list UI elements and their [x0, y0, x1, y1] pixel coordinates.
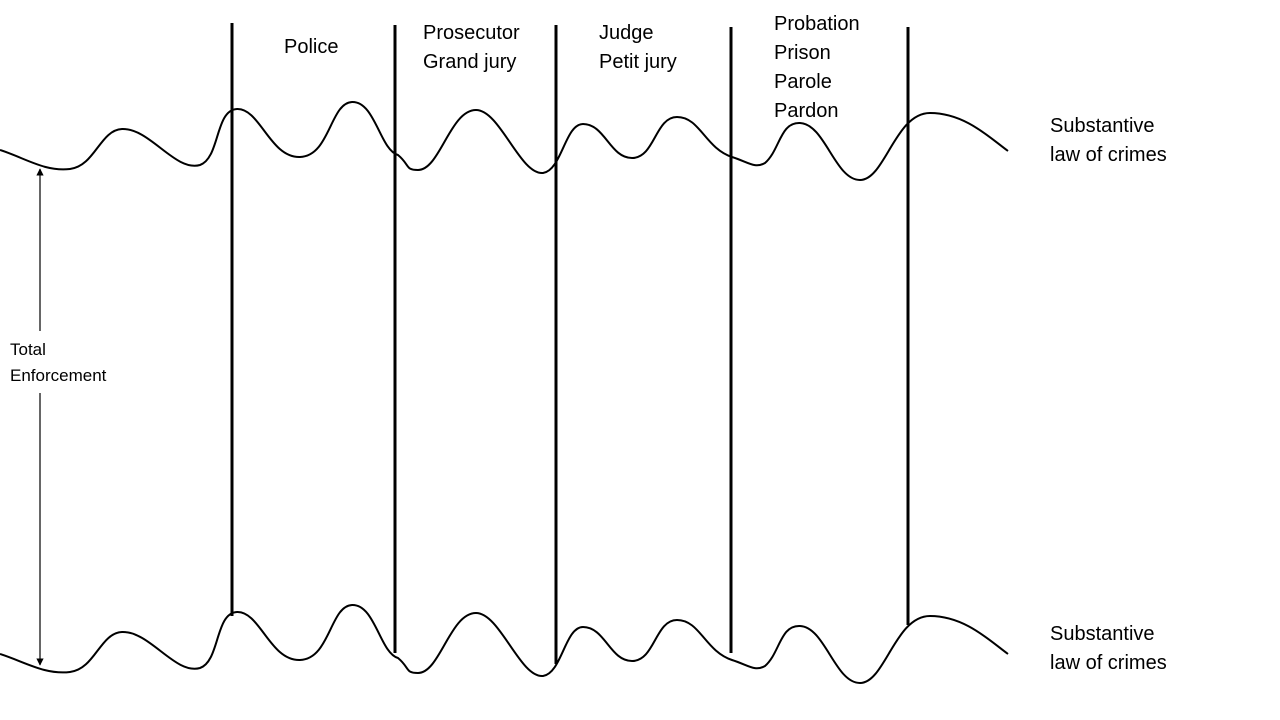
boundary-label-line: Substantive: [1050, 115, 1155, 137]
stage-label-line: Grand jury: [423, 51, 517, 73]
total-enforcement-line: Enforcement: [10, 366, 107, 385]
stage-label-line: Police: [284, 36, 339, 58]
boundary-label-line: Substantive: [1050, 623, 1155, 645]
boundary-label-bottom: Substantive law of crimes: [1050, 620, 1167, 678]
boundary-label-line: law of crimes: [1050, 652, 1167, 674]
stage-label-prosecution: Prosecutor Grand jury: [423, 19, 520, 77]
stage-label-adjudication: Judge Petit jury: [599, 19, 677, 77]
stage-label-corrections: Probation Prison Parole Pardon: [774, 10, 860, 126]
stage-label-line: Pardon: [774, 100, 839, 122]
stage-label-line: Prosecutor: [423, 22, 520, 44]
stage-label-police: Police: [284, 33, 338, 62]
boundary-label-top: Substantive law of crimes: [1050, 112, 1167, 170]
stage-label-line: Judge: [599, 22, 654, 44]
stage-label-line: Prison: [774, 42, 831, 64]
total-enforcement-label: Total Enforcement: [10, 337, 106, 389]
stage-label-line: Parole: [774, 71, 832, 93]
boundary-label-line: law of crimes: [1050, 144, 1167, 166]
stage-label-line: Petit jury: [599, 51, 677, 73]
stage-label-line: Probation: [774, 13, 860, 35]
top-boundary-curve: [0, 100, 1009, 182]
bottom-boundary-curve: [0, 603, 1009, 685]
total-enforcement-line: Total: [10, 340, 46, 359]
